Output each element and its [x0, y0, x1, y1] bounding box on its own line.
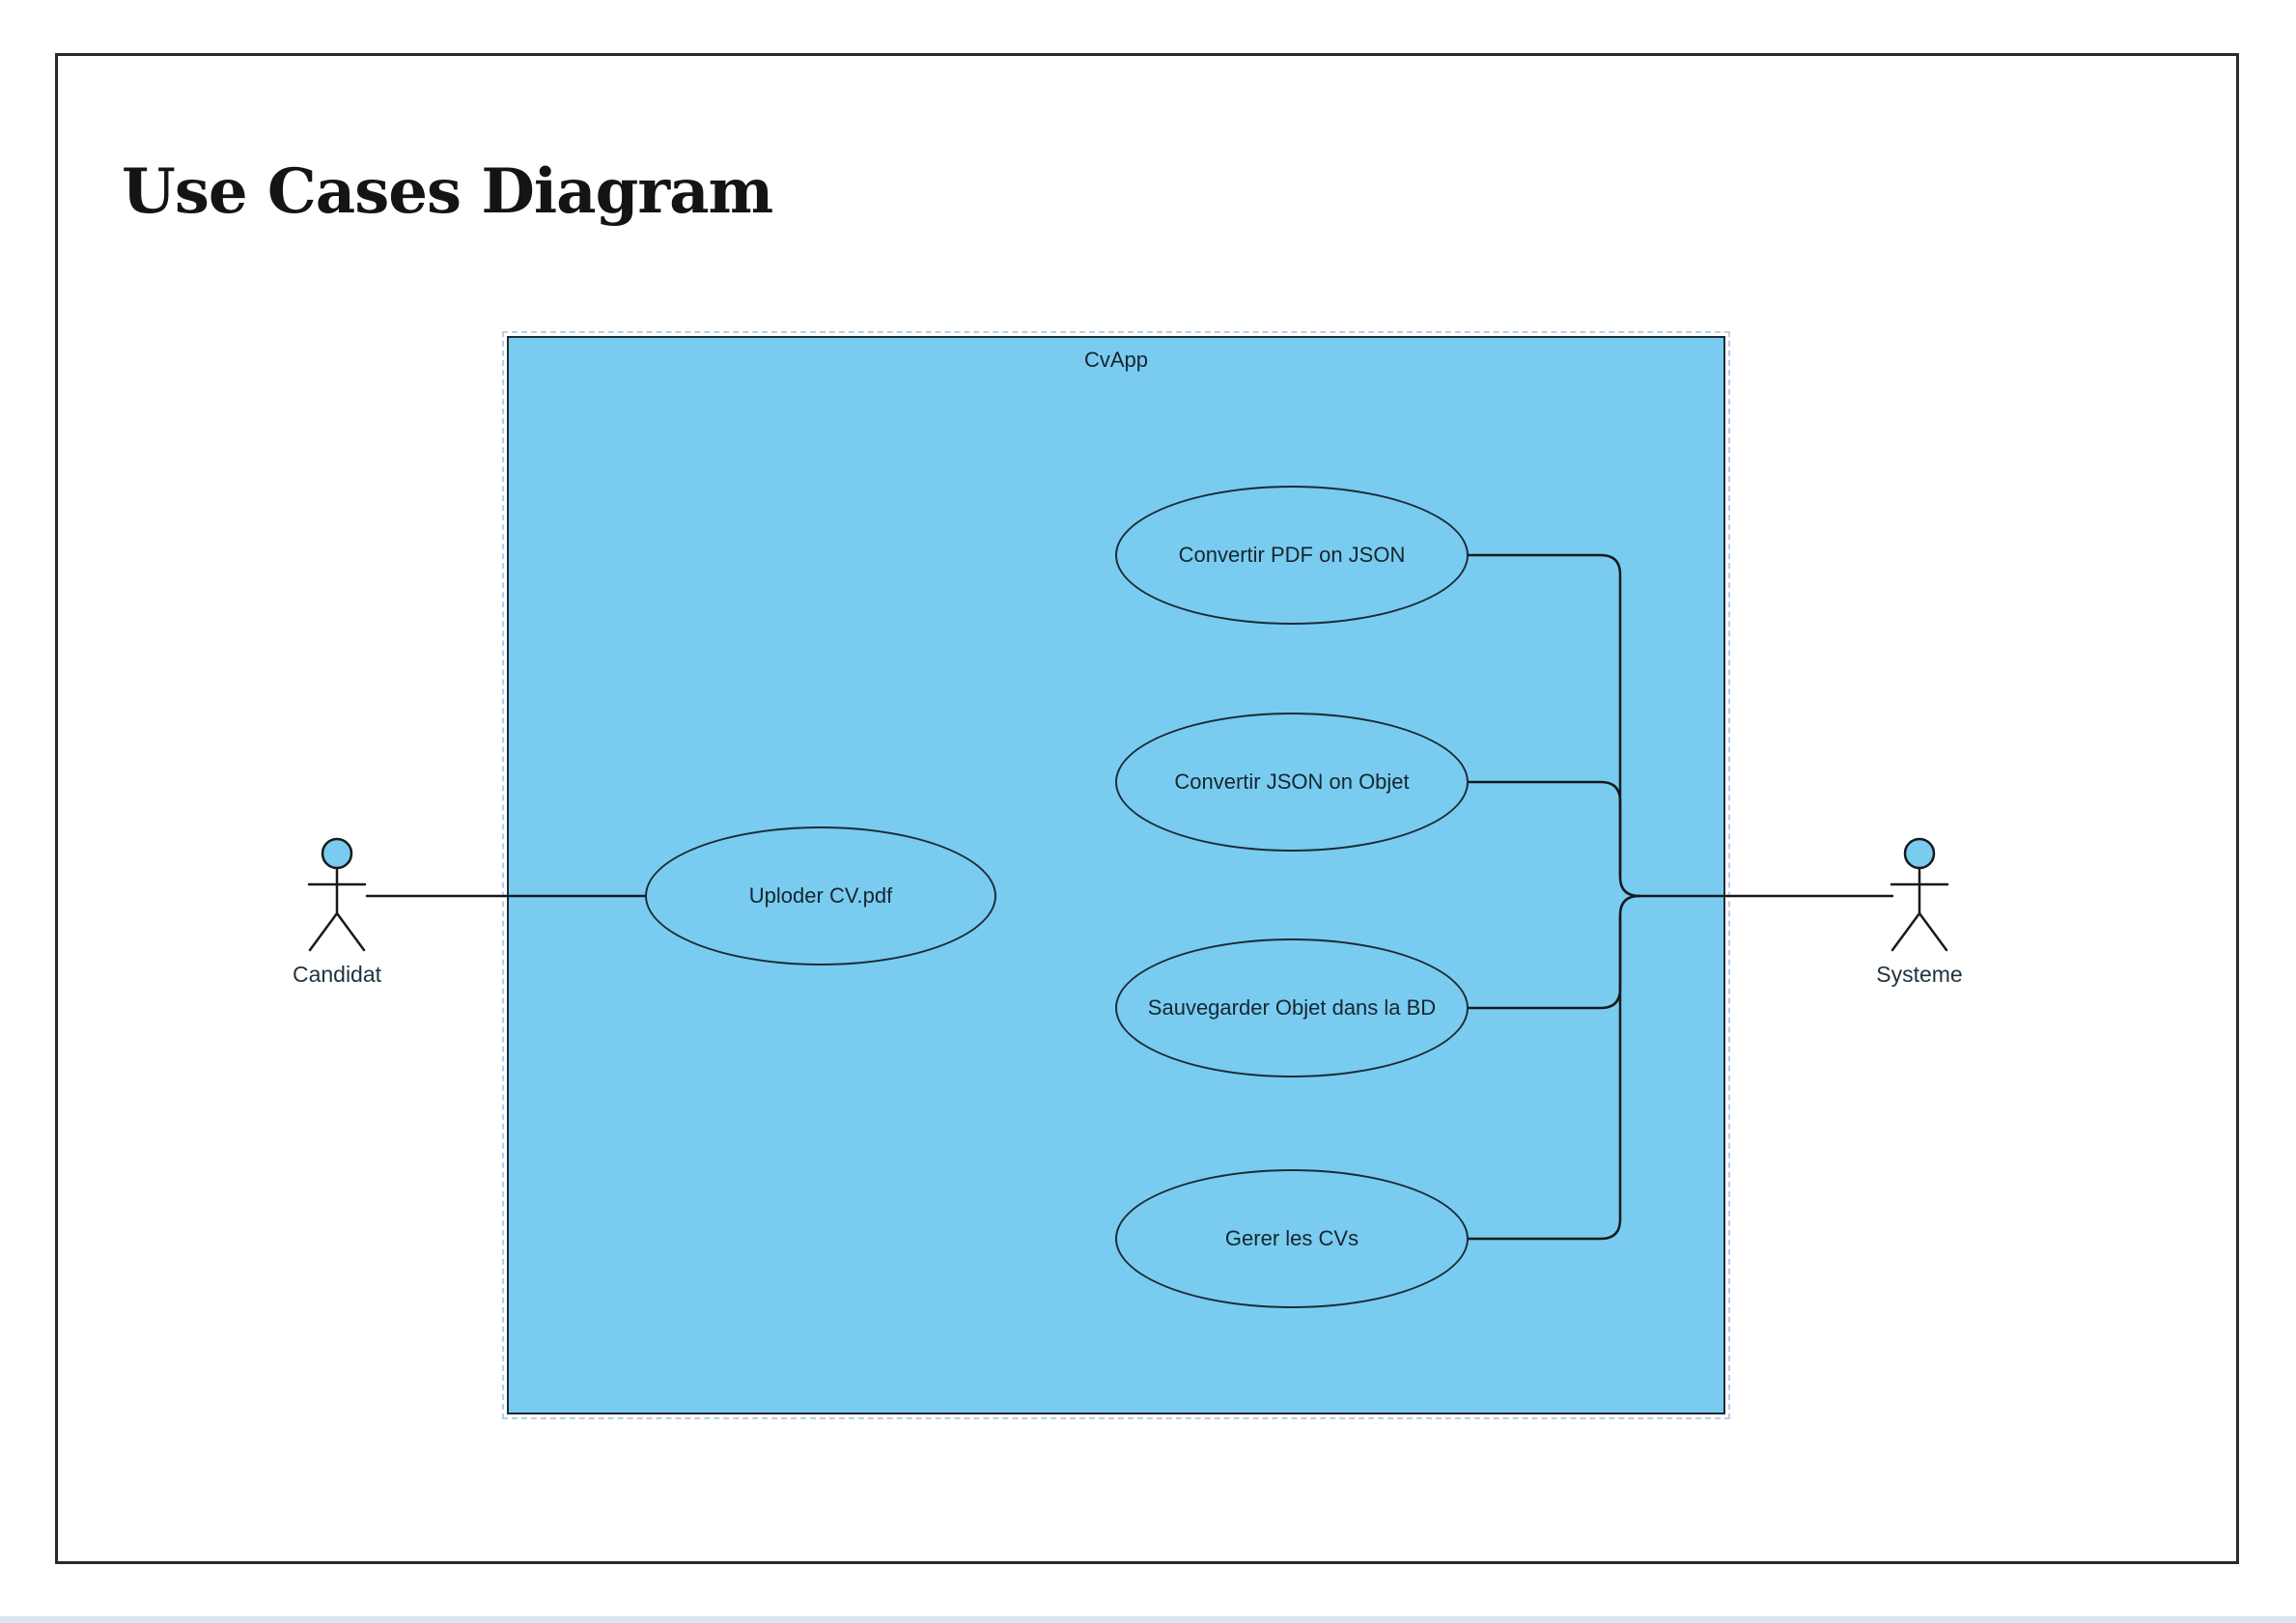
bottom-edge-strip: [0, 1616, 2296, 1623]
usecase-label: Convertir JSON on Objet: [1174, 770, 1410, 794]
usecase-label: Uploder CV.pdf: [748, 883, 893, 908]
actor-label-candidat: Candidat: [292, 962, 382, 987]
actor-icon-systeme: [1890, 837, 1949, 952]
usecase-label: Convertir PDF on JSON: [1178, 543, 1406, 567]
usecase-gerer-cvs: Gerer les CVs: [1115, 1169, 1469, 1308]
actor-icon-candidat: [307, 837, 367, 952]
system-boundary-label: CvApp: [1083, 348, 1149, 372]
usecase-convertir-pdf-json: Convertir PDF on JSON: [1115, 486, 1469, 625]
usecase-label: Gerer les CVs: [1224, 1226, 1359, 1250]
usecase-convertir-json-objet: Convertir JSON on Objet: [1115, 713, 1469, 852]
page-title: Use Cases Diagram: [122, 154, 773, 228]
usecase-sauvegarder-objet: Sauvegarder Objet dans la BD: [1115, 938, 1469, 1077]
actor-label-systeme: Systeme: [1876, 962, 1963, 987]
usecase-label: Sauvegarder Objet dans la BD: [1147, 995, 1437, 1020]
usecase-uploder-cv: Uploder CV.pdf: [645, 826, 996, 965]
